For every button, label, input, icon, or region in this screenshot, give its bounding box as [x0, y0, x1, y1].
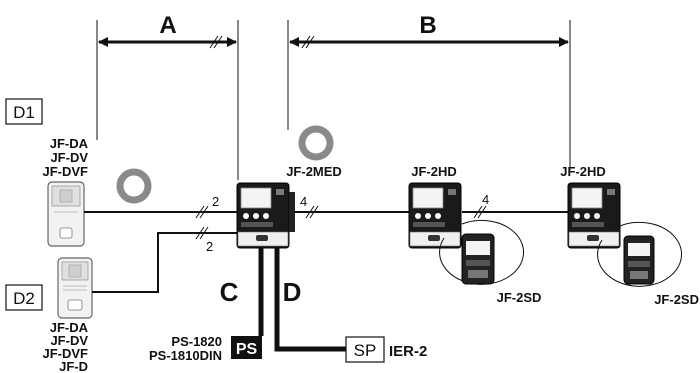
wire-count-d2: 2 — [206, 239, 213, 254]
sub-master-2-label: JF-2HD — [560, 164, 606, 179]
dimension-c-label: C — [220, 277, 239, 307]
master-label: JF-2MED — [286, 164, 342, 179]
ps-badge-text: PS — [236, 341, 258, 358]
ring-icon — [298, 125, 334, 161]
dimension-b-label: B — [419, 12, 436, 39]
d1-tag-box — [5, 98, 43, 125]
d2-model-4: JF-D — [59, 359, 88, 373]
d1-model-2: JF-DV — [50, 150, 88, 165]
sp-model: IER-2 — [389, 343, 427, 360]
d2-model-2: JF-DV — [50, 333, 88, 348]
d1-model-1: JF-DA — [50, 136, 89, 151]
d2-tag-box — [5, 284, 43, 311]
sub-master-1-label: JF-2HD — [411, 164, 457, 179]
power-supply: PS PS-1820 PS-1810DIN — [149, 334, 262, 363]
sub-master-2: JF-2HD JF-2SD — [560, 164, 699, 307]
handset-1-label: JF-2SD — [497, 290, 542, 305]
dimension-a-label: A — [159, 12, 176, 39]
ring-icon — [116, 168, 152, 204]
master-station: JF-2MED — [236, 164, 342, 249]
door-station-d1: D1 JF-DA JF-DV JF-DVF — [5, 98, 89, 247]
ps-model-2: PS-1810DIN — [149, 348, 222, 363]
dimension-d-label: D — [283, 277, 302, 307]
master-screen — [240, 187, 272, 209]
sub-master-1: JF-2HD JF-2SD — [408, 164, 542, 305]
ps-badge — [231, 336, 262, 359]
reference-lines — [96, 20, 571, 180]
sp-badge-text: SP — [354, 341, 377, 360]
speaker: SP IER-2 — [345, 336, 427, 363]
wire-count-link1: 4 — [300, 194, 307, 209]
wiring — [84, 205, 570, 352]
d2-model-1: JF-DA — [50, 320, 89, 335]
d1-tag: D1 — [13, 103, 35, 122]
dimension-a: A — [98, 12, 237, 49]
sp-badge — [345, 336, 385, 363]
door-station-d2: D2 JF-DA JF-DV JF-DVF JF-D — [5, 257, 93, 373]
wire-count-d1: 2 — [212, 194, 219, 209]
d2-door-unit — [57, 257, 93, 319]
d1-model-3: JF-DVF — [43, 164, 89, 179]
handset-2 — [623, 235, 655, 285]
wire-count-link2: 4 — [482, 192, 489, 207]
d1-door-unit — [47, 181, 85, 247]
handset-1 — [461, 233, 495, 285]
d2-tag: D2 — [13, 289, 35, 308]
ps-model-1: PS-1820 — [171, 334, 222, 349]
d2-model-3: JF-DVF — [43, 346, 89, 361]
dimension-b: B — [289, 12, 569, 49]
handset-2-label: JF-2SD — [654, 292, 699, 307]
